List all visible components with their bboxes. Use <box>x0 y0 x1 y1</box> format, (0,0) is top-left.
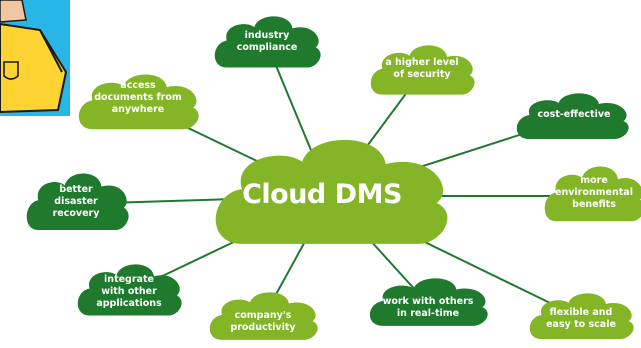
cloud-access-documents <box>78 74 199 130</box>
center-label: Cloud DMS <box>242 179 402 210</box>
person-illustration <box>0 0 70 116</box>
clouds-layer <box>26 16 641 340</box>
cloud-environmental-benefits <box>544 166 641 222</box>
cloud-center <box>215 139 448 244</box>
cloud-disaster-recovery <box>26 173 129 231</box>
cloud-work-with-others <box>369 278 488 326</box>
cloud-flexible-scale <box>529 293 634 339</box>
cloud-integrate-apps <box>77 264 182 316</box>
cloud-productivity <box>209 292 318 340</box>
cloud-industry-compliance <box>214 16 321 68</box>
cloud-cost-effective <box>516 93 629 139</box>
cloud-higher-security <box>370 45 475 95</box>
